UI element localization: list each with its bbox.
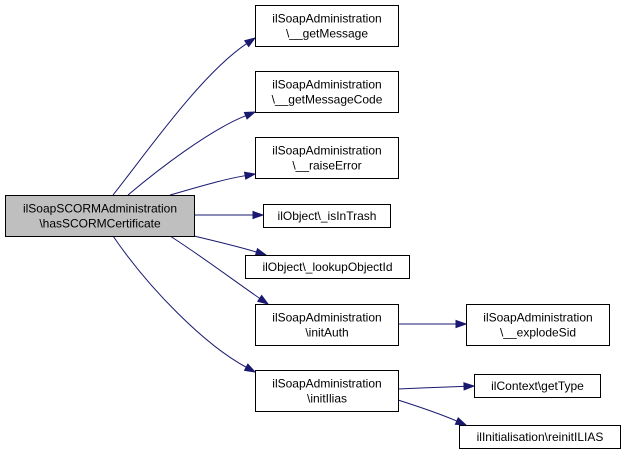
node-box (245, 255, 410, 279)
node-label-line: ilSoapAdministration (272, 311, 381, 325)
node-label-line: ilObject\_isInTrash (278, 209, 377, 223)
arrowhead-icon (254, 247, 268, 256)
node-label-line: ilSoapAdministration (483, 311, 592, 325)
node-raiseError[interactable]: ilSoapAdministration\__raiseError (255, 137, 399, 179)
node-label-line: \__raiseError (292, 159, 361, 173)
node-box (255, 304, 399, 346)
node-box (474, 374, 601, 398)
node-label-line: ilInitialisation\reinitILIAS (477, 430, 604, 444)
arrowhead-icon (454, 416, 468, 426)
edge-root-to-raiseError (169, 171, 257, 196)
node-getType[interactable]: ilContext\getType (474, 374, 601, 398)
edge-initAuth-to-explodeSid (398, 319, 468, 329)
node-lookupObjectId[interactable]: ilObject\_lookupObjectId (245, 255, 410, 279)
node-label-line: \initIlias (307, 392, 347, 406)
edge-line (397, 385, 465, 390)
node-label-line: \__getMessageCode (272, 93, 383, 107)
node-box (255, 5, 399, 47)
edge-root-to-initAuth (169, 235, 270, 305)
edge-initIlias-to-getType (397, 382, 476, 391)
edge-root-to-lookupObjectId (193, 235, 268, 256)
node-label-line: ilSoapAdministration (272, 78, 381, 92)
node-explodeSid[interactable]: ilSoapAdministration\__explodeSid (466, 304, 610, 346)
edge-root-to-getMessageCode (127, 111, 257, 196)
node-initAuth[interactable]: ilSoapAdministration\initAuth (255, 304, 399, 346)
edge-line (169, 175, 246, 196)
node-box (459, 425, 621, 449)
arrowhead-icon (243, 37, 257, 48)
arrowhead-icon (455, 319, 468, 329)
node-box (255, 71, 399, 113)
arrowhead-icon (463, 382, 476, 391)
node-label-line: ilSoapAdministration (272, 377, 381, 391)
edge-line (193, 235, 257, 253)
node-label-line: ilSoapAdministration (272, 12, 381, 26)
node-label-line: ilContext\getType (491, 379, 584, 393)
arrowhead-icon (243, 171, 257, 180)
node-label-line: \__getMessage (286, 27, 368, 41)
node-label-line: \initAuth (305, 326, 348, 340)
edge-root-to-getMessage (112, 37, 257, 196)
arrowhead-icon (256, 294, 270, 305)
edge-line (112, 235, 247, 368)
node-getMessage[interactable]: ilSoapAdministration\__getMessage (255, 5, 399, 47)
node-box (263, 204, 391, 228)
edge-line (112, 43, 247, 196)
arrowhead-icon (243, 363, 257, 373)
edge-root-to-isInTrash (194, 210, 265, 220)
node-box (466, 304, 610, 346)
node-getMessageCode[interactable]: ilSoapAdministration\__getMessageCode (255, 71, 399, 113)
arrowhead-icon (243, 111, 257, 120)
node-initIlias[interactable]: ilSoapAdministration\initIlias (255, 370, 399, 412)
edge-initIlias-to-reinitILIAS (397, 399, 468, 426)
node-label-line: ilSoapAdministration (272, 144, 381, 158)
arrowhead-icon (252, 210, 265, 220)
node-reinitILIAS[interactable]: ilInitialisation\reinitILIAS (459, 425, 621, 449)
edge-line (397, 399, 458, 422)
edge-line (127, 115, 246, 196)
node-label-line: \__explodeSid (500, 326, 576, 340)
edge-line (169, 235, 261, 299)
edge-root-to-initIlias (112, 235, 257, 373)
node-label-line: ilSoapSCORMAdministration (23, 202, 177, 216)
node-box (255, 370, 399, 412)
node-box (255, 137, 399, 179)
node-label-line: \hasSCORMCertificate (39, 217, 161, 231)
node-isInTrash[interactable]: ilObject\_isInTrash (263, 204, 391, 228)
node-box (5, 195, 195, 237)
node-root: ilSoapSCORMAdministration\hasSCORMCertif… (5, 195, 195, 237)
node-label-line: ilObject\_lookupObjectId (262, 260, 392, 274)
